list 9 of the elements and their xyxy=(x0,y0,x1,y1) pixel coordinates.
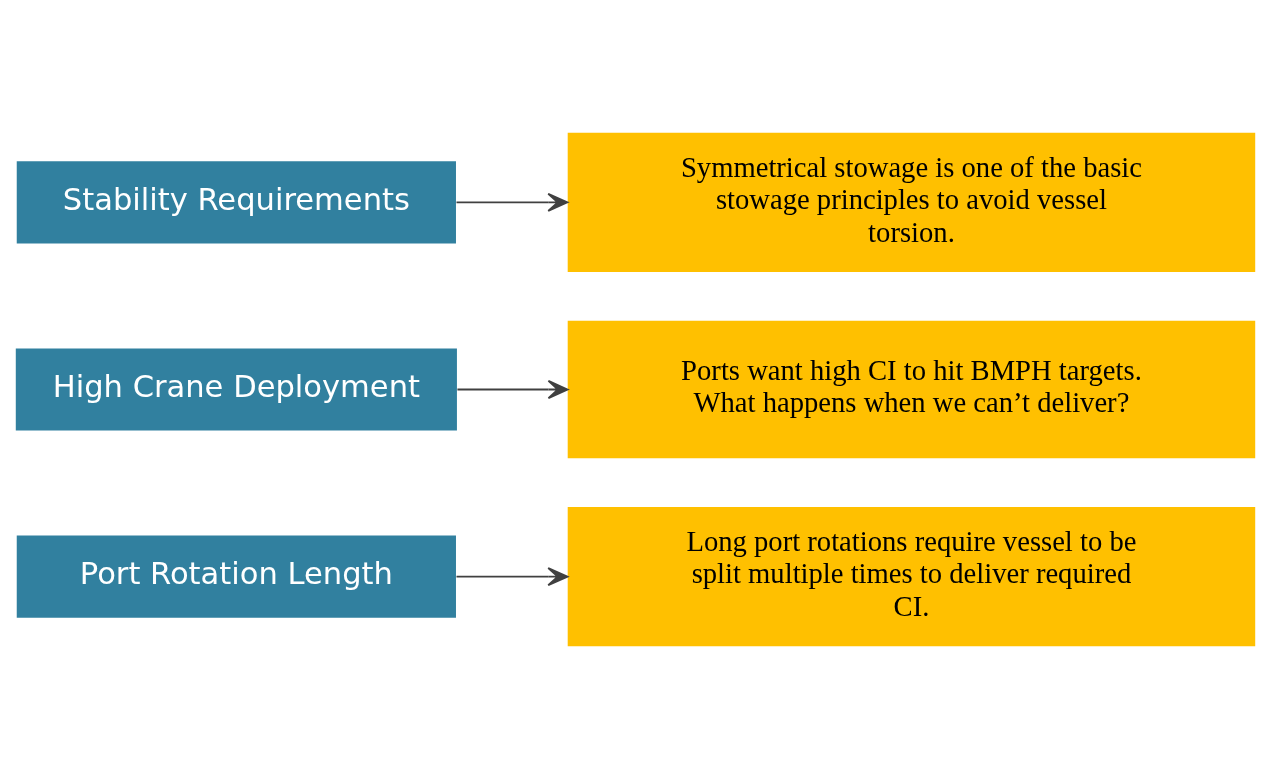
node-box: Stability Requirements xyxy=(16,161,456,244)
node-box: Ports want high CI to hit BMPH targets. What happens when we can’t deliver? xyxy=(567,320,1256,459)
node-box: Port Rotation Length xyxy=(16,535,456,618)
arrow xyxy=(455,192,569,212)
node-box: Long port rotations require vessel to be split multiple times to deliver required CI. xyxy=(567,506,1256,647)
arrow xyxy=(456,379,569,400)
node-box: Symmetrical stowage is one of the basic stowage principles to avoid vessel torsion. xyxy=(567,132,1256,273)
arrow xyxy=(455,567,569,587)
node-box: High Crane Deployment xyxy=(15,348,457,431)
